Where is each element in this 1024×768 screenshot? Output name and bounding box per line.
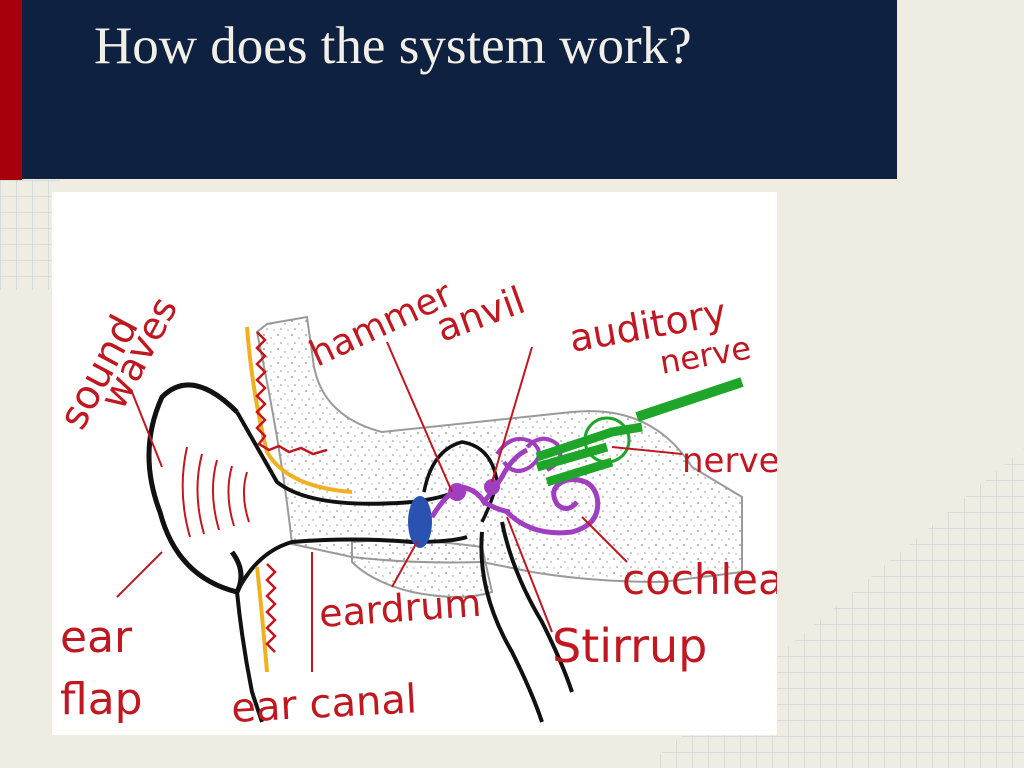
sound-wave-3 (211, 459, 220, 531)
pointer-anvil (491, 346, 533, 483)
auditory-nerve-extension (635, 377, 744, 422)
upper-skin-layer (245, 326, 353, 494)
sound-wave-4 (227, 465, 235, 527)
pointer-stirrup (506, 516, 553, 633)
sound-wave-5 (243, 471, 250, 523)
lower-zigzag-layer (265, 563, 277, 653)
pointer-sound-waves (131, 391, 163, 468)
upper-zigzag-layer (255, 331, 328, 456)
label-ear-canal: ear canal (230, 676, 418, 732)
middle-ear-cavity (422, 440, 499, 523)
hammer-head (448, 483, 466, 501)
anvil-body (484, 479, 500, 495)
accent-bar (0, 0, 22, 180)
slide-title: How does the system work? (94, 17, 692, 75)
label-flap: flap (60, 674, 143, 725)
ear-canal-outer-wall (235, 591, 264, 723)
ear-canal-upper (235, 411, 464, 506)
grid-decoration-top-left (0, 180, 60, 290)
pointer-nerves (611, 446, 683, 455)
nerve-ganglion (583, 416, 631, 464)
label-stirrup: Stirrup (552, 619, 707, 673)
label-ear: ear (60, 612, 133, 663)
eustachian-tube (479, 521, 574, 723)
cochlea-shape (505, 477, 601, 536)
ear-canal-lower (235, 535, 468, 593)
pointer-eardrum (391, 541, 418, 588)
title-panel: How does the system work? (22, 0, 897, 179)
ear-diagram: sound waves hammer anvil auditory nerve … (52, 192, 777, 735)
eardrum-shape (408, 496, 432, 548)
pointer-cochlea (581, 516, 628, 563)
ear-flap-outline (146, 382, 244, 595)
label-eardrum: eardrum (318, 581, 483, 636)
ear-diagram-svg: sound waves hammer anvil auditory nerve … (52, 274, 777, 732)
auditory-nerve (535, 422, 643, 487)
pointer-ear-flap (116, 551, 163, 598)
label-nerves: nerves (682, 441, 777, 481)
sound-wave-2 (196, 453, 205, 535)
pointer-hammer (386, 341, 453, 493)
lower-skin-layer (255, 566, 269, 673)
sound-wave-1 (181, 446, 191, 538)
label-cochlea: cochlea (622, 555, 777, 604)
